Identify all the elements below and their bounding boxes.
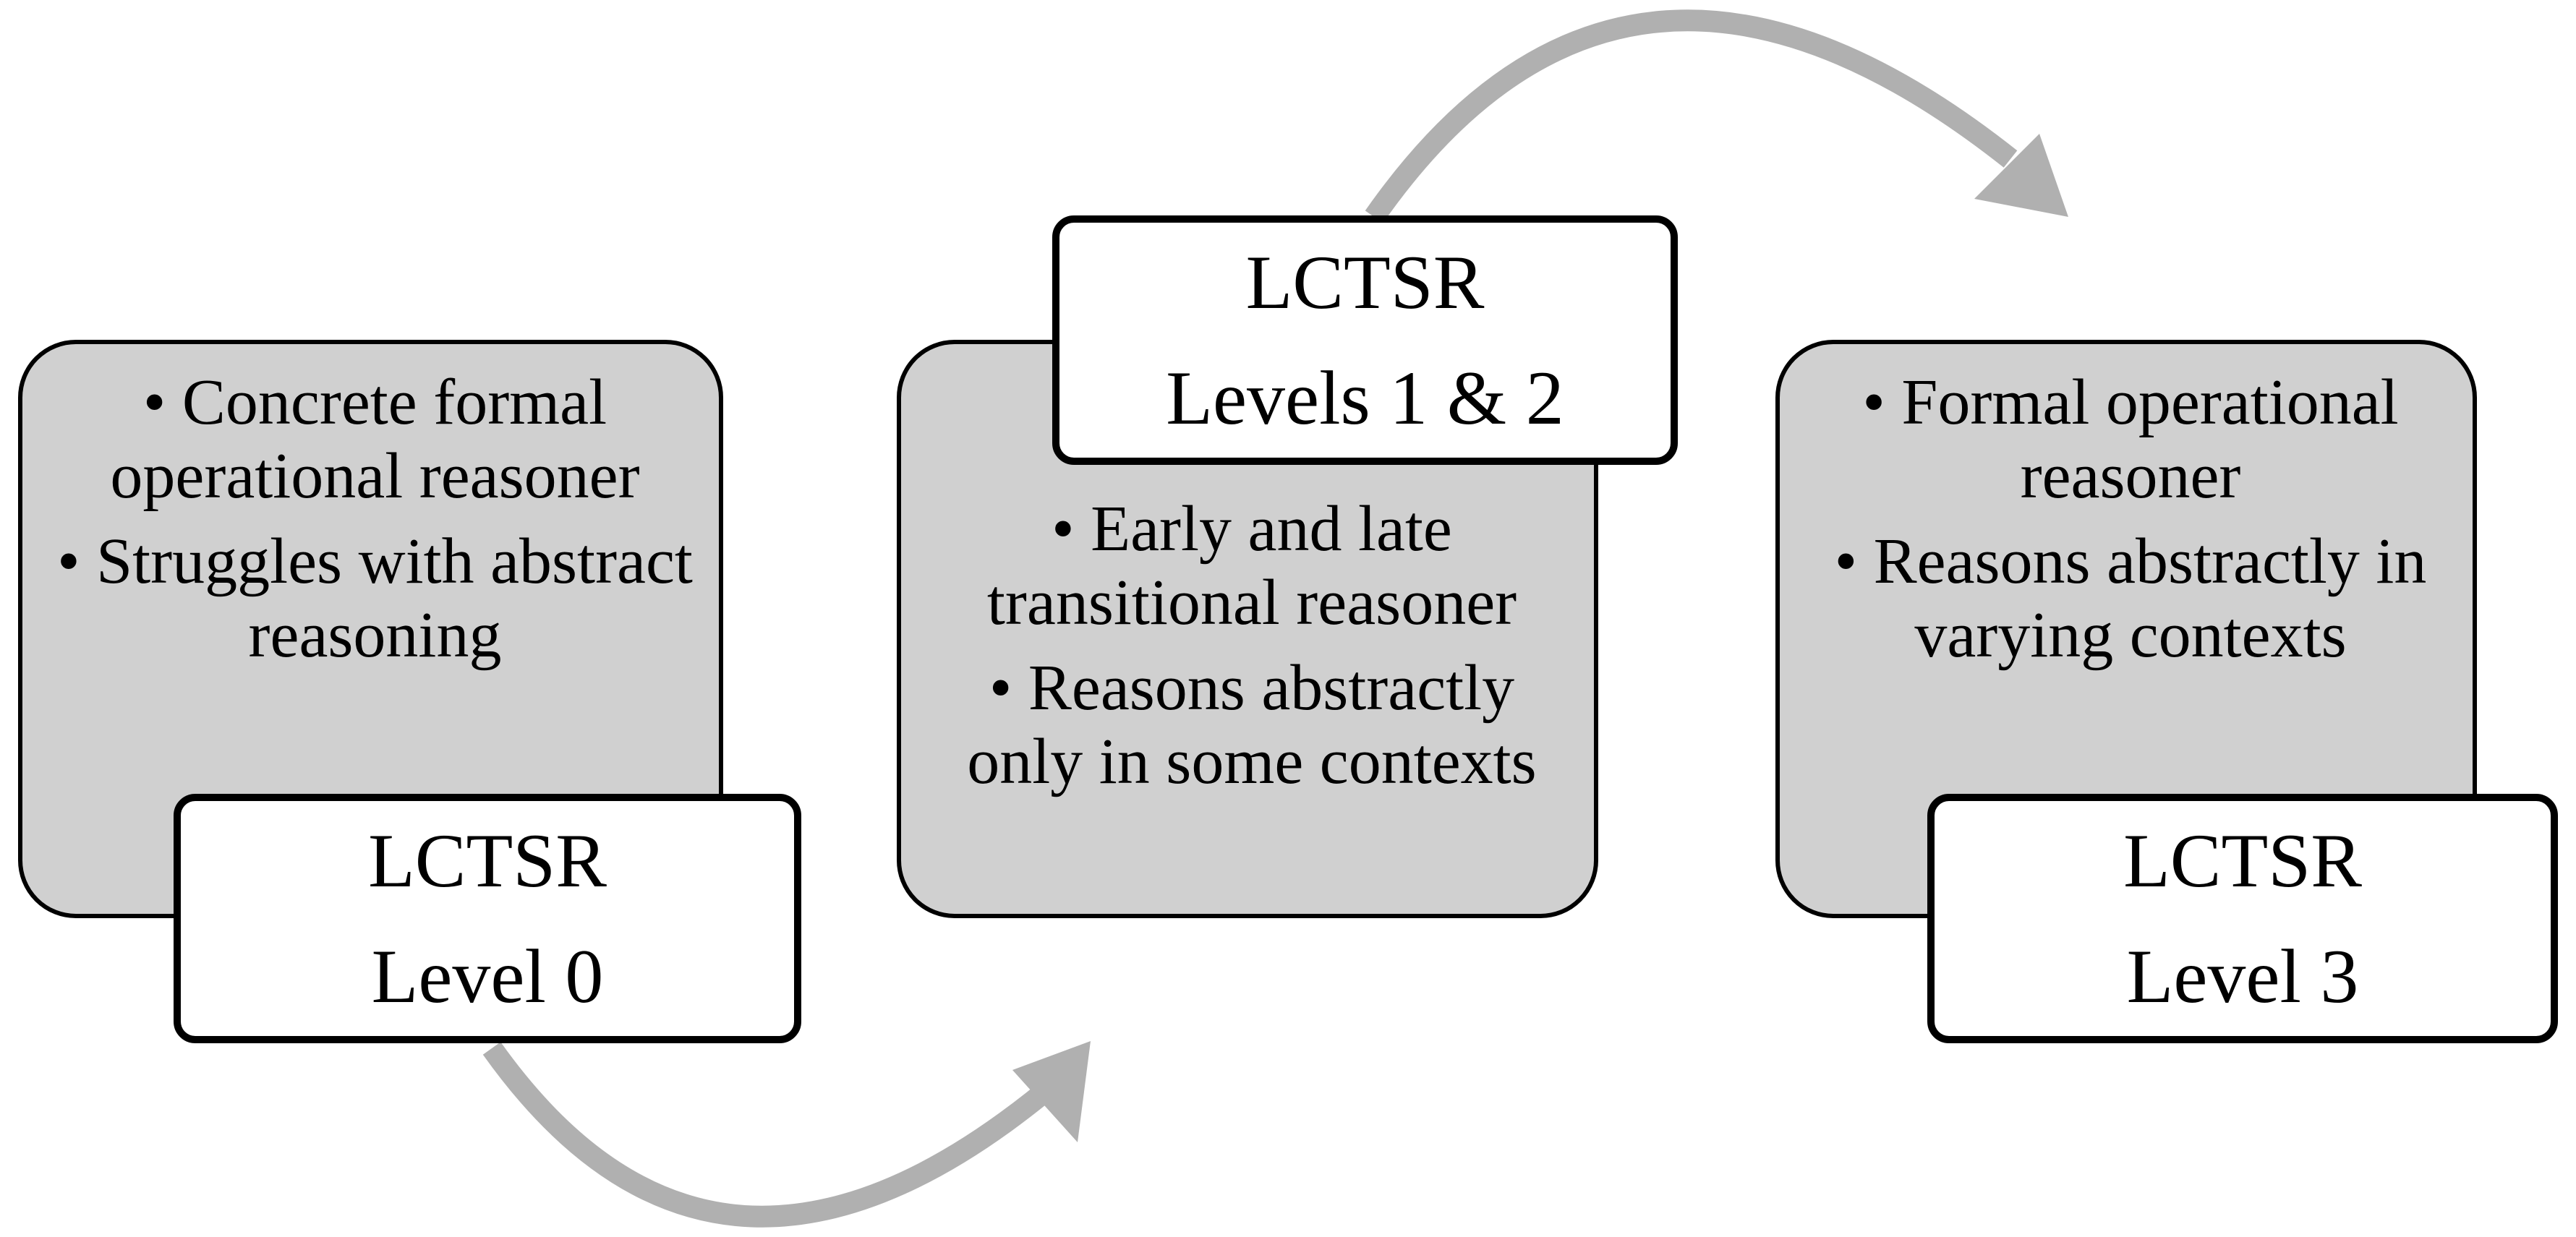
label-line1: LCTSR (368, 818, 607, 903)
label-line2: Level 3 (2126, 933, 2359, 1019)
stage-label-level12: LCTSR Levels 1 & 2 (1052, 215, 1678, 465)
stage-label-level3: LCTSR Level 3 (1927, 794, 2558, 1043)
arrowhead-level3 (1974, 134, 2068, 217)
stage-bullets-level12: Early and late transitional reasoner Rea… (944, 492, 1559, 810)
bullet-item: Early and late transitional reasoner (944, 492, 1559, 640)
label-line1: LCTSR (1245, 239, 1485, 325)
label-line2: Level 0 (371, 933, 604, 1019)
stage-label-level0: LCTSR Level 0 (174, 794, 801, 1043)
arrowhead-level12 (1012, 1041, 1091, 1142)
arrow-level0-to-level12 (482, 1042, 1078, 1228)
arrow-level12-to-level3 (1365, 9, 2018, 223)
stage-bullets-level0: Concrete formal operational reasoner Str… (51, 366, 699, 684)
bullet-item: Reasons abstractly only in some contexts (944, 651, 1559, 799)
label-line1: LCTSR (2123, 818, 2362, 903)
label-line2: Levels 1 & 2 (1166, 355, 1564, 440)
bullet-item: Formal operational reasoner (1809, 366, 2452, 513)
bullet-item: Reasons abstractly in varying contexts (1809, 525, 2452, 672)
stage-bullets-level3: Formal operational reasoner Reasons abst… (1809, 366, 2452, 684)
bullet-item: Concrete formal operational reasoner (51, 366, 699, 513)
bullet-item: Struggles with abstract reasoning (51, 525, 699, 672)
